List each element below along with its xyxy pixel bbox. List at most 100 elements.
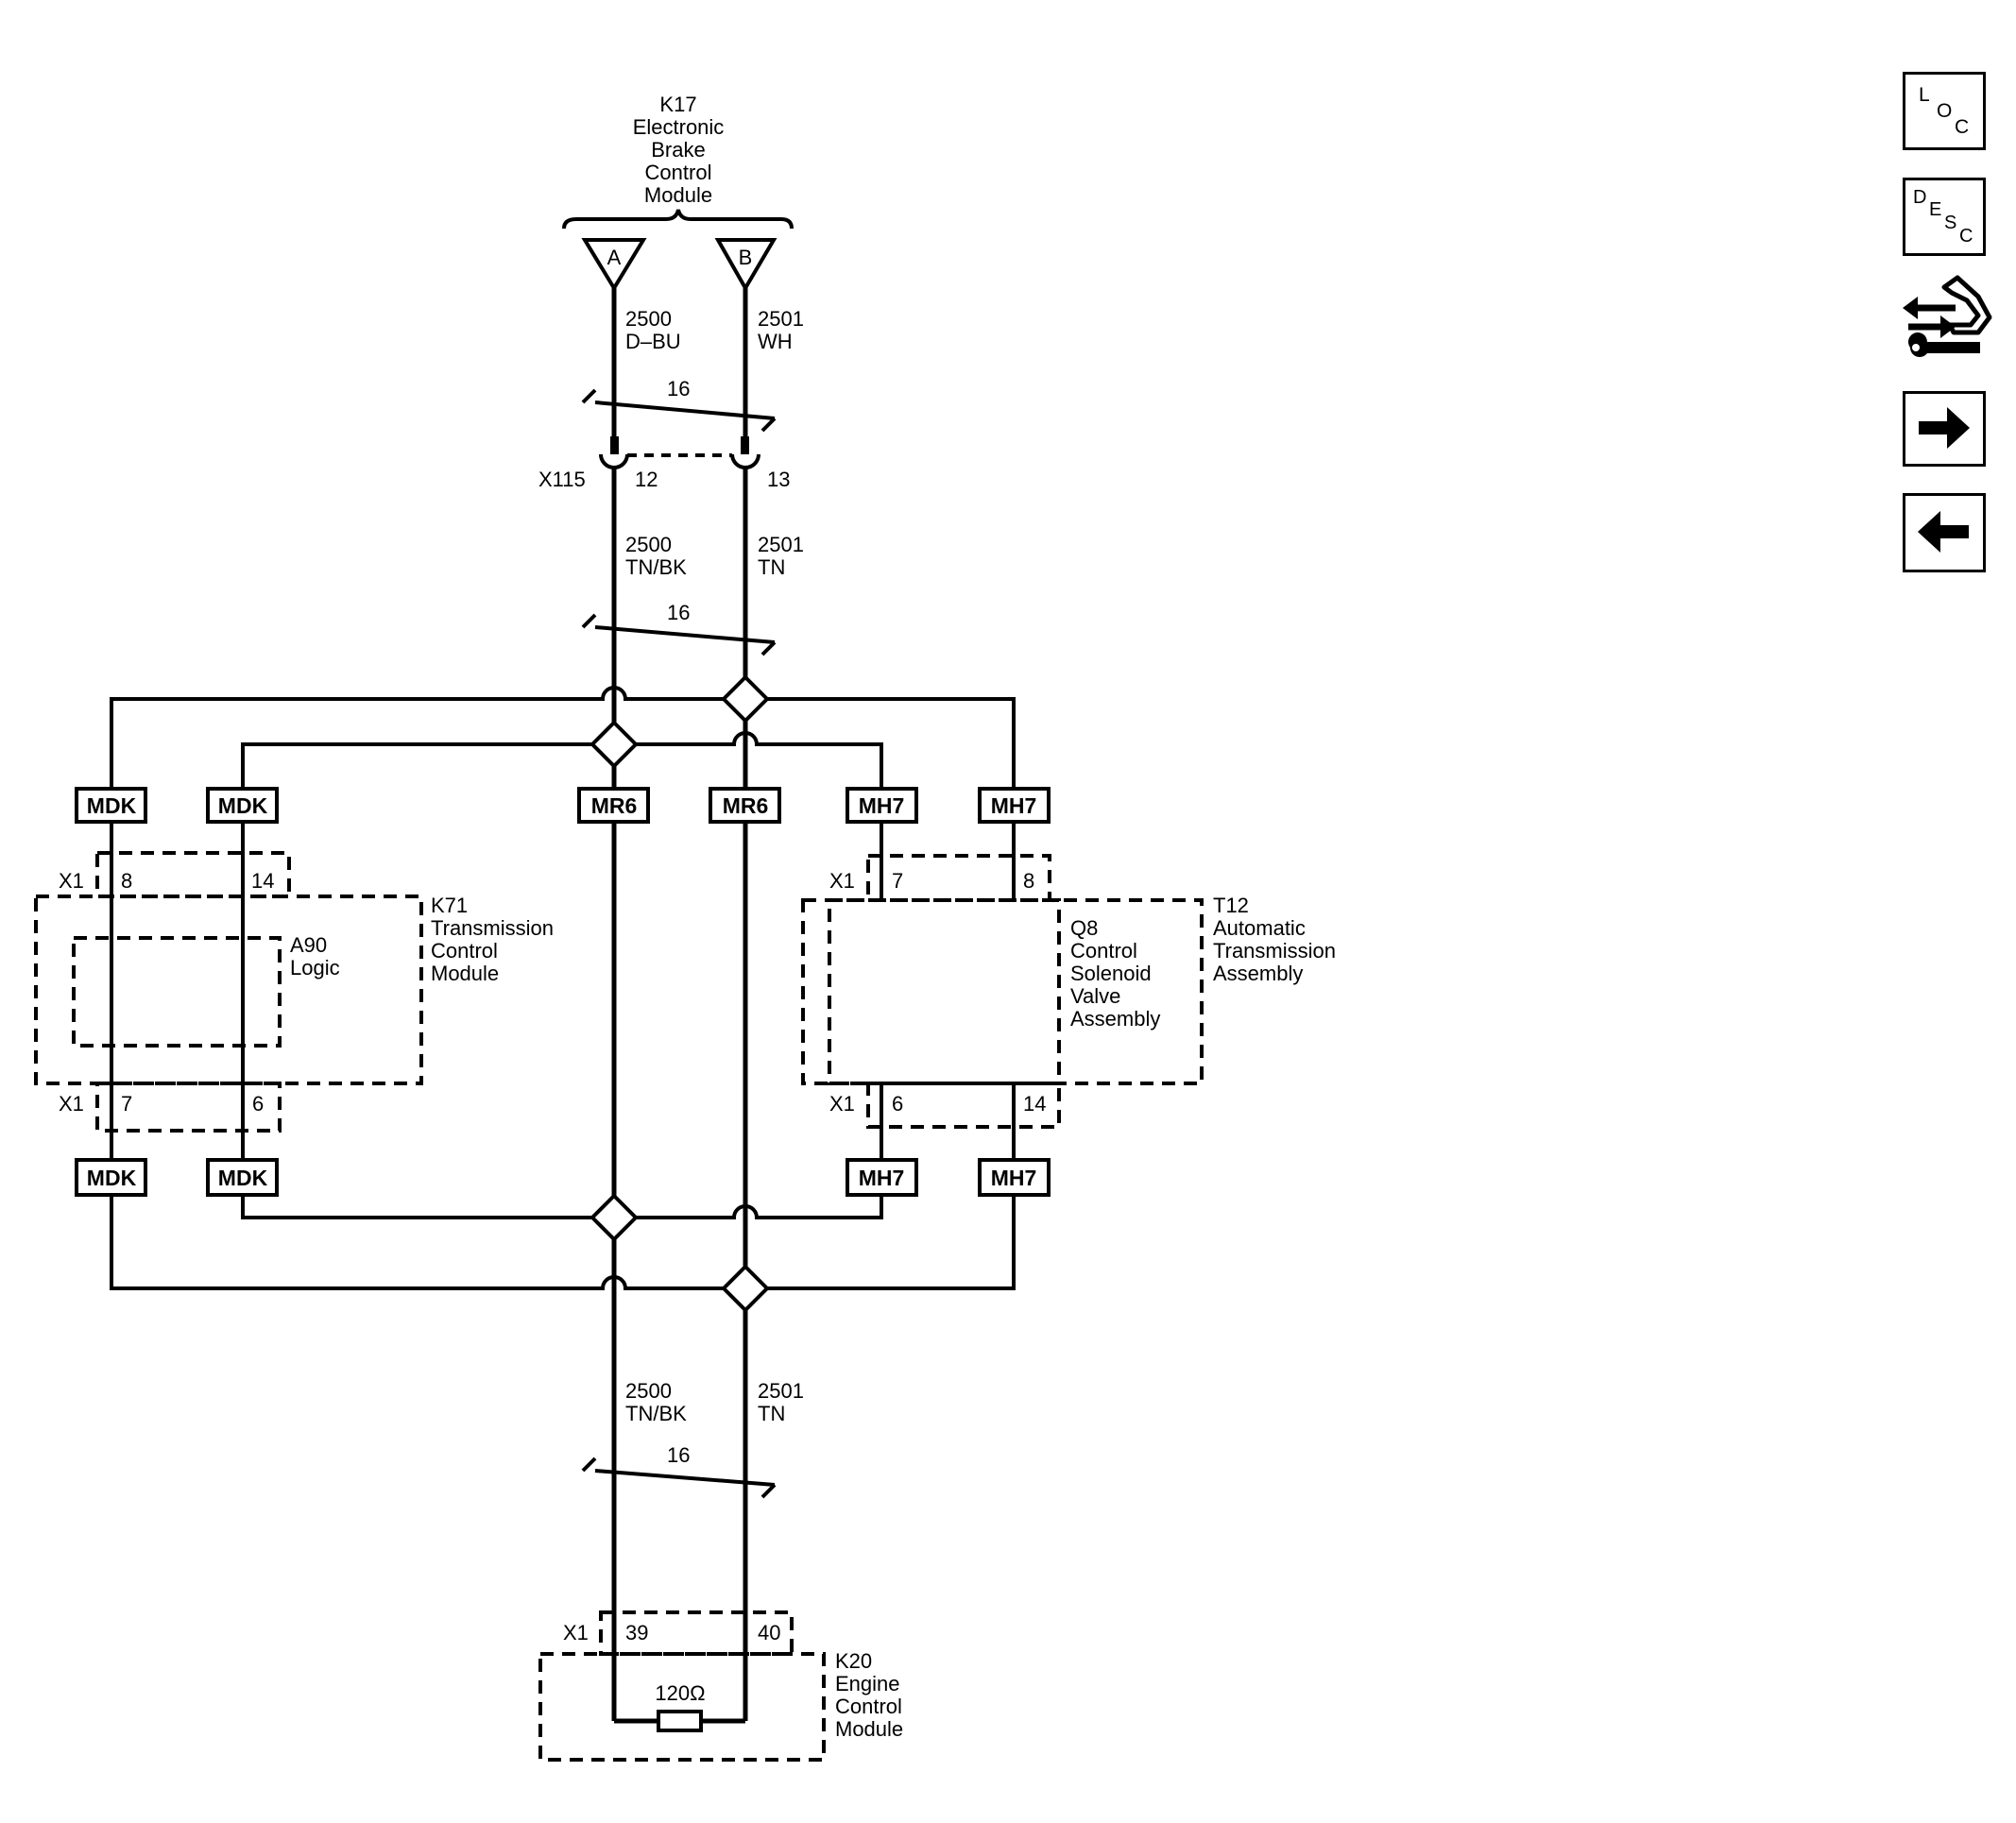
twist-label-bot: 16 [667,1443,690,1467]
k71-label-line1: K71 [431,894,468,917]
svg-text:MH7: MH7 [859,793,905,818]
t12-x1-bottom-label: X1 [829,1092,855,1116]
k17-pin-a-label: A [607,246,622,269]
option-tags: MDK MDK MR6 MR6 MH7 MH7 MDK MDK [75,787,1051,1197]
t12-label-line4: Assembly [1213,962,1303,985]
desc-icon: D E S C [1913,187,1973,247]
t12-x1-top-pin2: 8 [1023,869,1034,893]
q8-label-line3: Solenoid [1070,962,1152,985]
wire-label-mid-left-circuit: 2500 [625,533,672,556]
k20-label-line4: Module [835,1717,903,1741]
twisted-pair-mid: 16 [581,601,777,656]
twisted-pair-top: 16 [581,377,777,433]
t12-label-line3: Transmission [1213,939,1336,963]
svg-text:MR6: MR6 [723,793,769,818]
k17-label-line2: Electronic [633,115,725,139]
wire-label-top-right-color: WH [758,330,793,353]
q8-label-line1: Q8 [1070,916,1098,940]
wire-label-top-left-color: D–BU [625,330,681,353]
k17-label-line1: K17 [659,93,696,116]
connector-repair-button[interactable] [1899,274,1993,363]
wire-label-bot-right-color: TN [758,1402,785,1425]
t12-x1-top-pin1: 7 [892,869,903,893]
k17-brace [562,209,794,230]
k20-x1-pin2: 40 [758,1621,780,1644]
k20-x1-pin1: 39 [625,1621,648,1644]
svg-text:MH7: MH7 [991,793,1037,818]
k17-label-line4: Control [645,161,712,184]
svg-text:D: D [1913,187,1926,208]
loc-button[interactable]: L O C [1903,72,1986,150]
k71-label-line2: Transmission [431,916,554,940]
next-page-button[interactable] [1903,391,1986,467]
k71-x1-bottom-label: X1 [59,1092,84,1116]
wire-labels: 2500 D–BU 2501 WH 2500 TN/BK 2501 TN 250… [625,307,804,1425]
x115-pin-12: 12 [635,468,658,491]
svg-text:MDK: MDK [218,1166,268,1190]
x115-pin-13: 13 [767,468,790,491]
k71-label-line3: Control [431,939,498,963]
twist-label-top: 16 [667,377,690,400]
splice-bot-b [721,1264,770,1313]
option-tag-mdk-bottom-left: MDK [75,1158,147,1197]
svg-text:O: O [1937,100,1952,122]
k20-label-line3: Control [835,1695,902,1718]
k71-labels: X1 8 14 X1 7 6 K71 Transmission Control … [59,869,554,1116]
a90-outline [72,936,282,1048]
splice-bot-a [589,1193,639,1242]
option-tag-mr6-left: MR6 [577,787,650,824]
t12-labels: X1 7 8 X1 6 14 T12 Automatic Transmissio… [829,869,1336,1116]
option-tag-mh7-top-left: MH7 [846,787,918,824]
svg-text:MDK: MDK [87,1166,137,1190]
arrow-right-icon [1919,407,1970,449]
k20-outline [538,1652,826,1762]
wire-label-mid-right-color: TN [758,555,785,579]
k20-module: 120Ω X1 39 40 K20 Engine Control Module [538,1610,903,1762]
svg-text:C: C [1959,226,1973,247]
top-bus [110,686,1016,789]
k71-x1-top-label: X1 [59,869,84,893]
svg-text:MR6: MR6 [591,793,638,818]
connector-wrench-icon [1903,275,1992,357]
wire-label-bot-left-circuit: 2500 [625,1379,672,1403]
q8-label-line4: Valve [1070,984,1120,1008]
t12-label-line1: T12 [1213,894,1249,917]
wire-label-bot-right-circuit: 2501 [758,1379,804,1403]
svg-text:MDK: MDK [87,793,137,818]
resistor-value-label: 120Ω [655,1681,705,1705]
svg-text:MH7: MH7 [991,1166,1037,1190]
x115-connector: X115 12 13 [538,436,790,491]
twisted-pair-bot: 16 [581,1443,777,1499]
arrow-left-icon [1918,511,1969,553]
option-tag-mh7-bottom-right: MH7 [978,1158,1051,1197]
wire-label-mid-right-circuit: 2501 [758,533,804,556]
k71-wires [110,822,245,1160]
option-tag-mr6-right: MR6 [709,787,781,824]
svg-text:C: C [1955,116,1969,138]
svg-text:L: L [1919,84,1930,106]
t12-label-line2: Automatic [1213,916,1306,940]
terminating-resistor [657,1710,703,1732]
option-tag-mh7-bottom-left: MH7 [846,1158,918,1197]
k71-x1-top-pin2: 14 [251,869,274,893]
previous-page-button[interactable] [1903,493,1986,572]
option-tag-mdk-top-left: MDK [75,787,147,824]
bottom-bus [110,1195,1016,1290]
t12-wires [880,822,1016,1160]
k17-pin-b-symbol [714,238,777,292]
k17-label-line5: Module [644,183,712,207]
desc-button[interactable]: D E S C [1903,178,1986,256]
x115-label: X115 [538,468,586,491]
k17-pin-b-label: B [739,246,753,269]
t12-x1-bottom-pin1: 6 [892,1092,903,1116]
k71-x1-bottom-pin1: 7 [121,1092,132,1116]
svg-text:E: E [1929,199,1941,220]
k71-x1-top-pin1: 8 [121,869,132,893]
splice-top-b [721,674,770,724]
k71-x1-bottom-pin2: 6 [252,1092,264,1116]
wire-label-top-left-circuit: 2500 [625,307,672,331]
t12-x1-top-label: X1 [829,869,855,893]
main-wires [611,288,748,1724]
option-tag-mdk-top-right: MDK [206,787,279,824]
splice-top-a [589,720,639,769]
